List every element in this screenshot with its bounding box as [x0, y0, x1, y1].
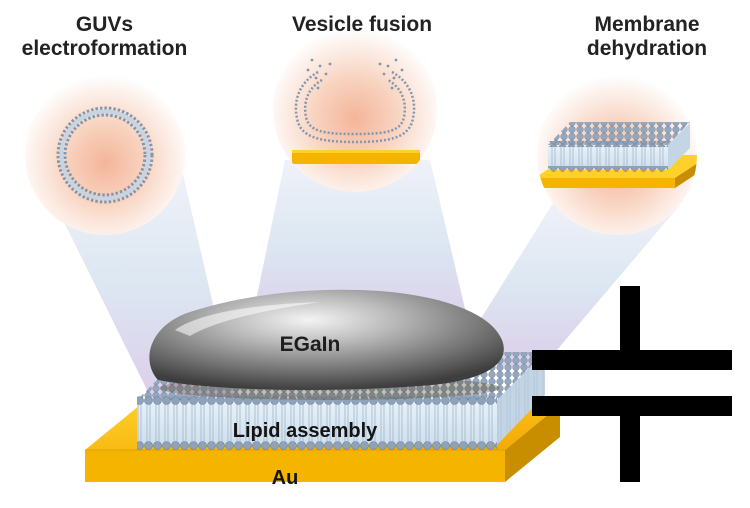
lipid-assembly-label: Lipid assembly — [232, 420, 378, 442]
projection-beam-right — [455, 200, 680, 370]
egain-droplet — [149, 289, 504, 400]
dehydration-title-line2: dehydration — [586, 37, 708, 61]
dehydration-bubble — [537, 75, 697, 235]
guv-electroformation-title: GUVs electroformation — [2, 13, 207, 61]
vesicle-fusion-title: Vesicle fusion — [291, 13, 433, 36]
membrane-dehydration-title: Membrane dehydration — [548, 13, 746, 61]
au-label: Au — [271, 467, 299, 489]
capacitor-icon — [532, 286, 732, 482]
fusion-bubble — [273, 28, 437, 192]
projection-beam-middle — [250, 160, 470, 330]
guv-title-line1: GUVs — [75, 13, 134, 36]
guv-title-line2: electroformation — [21, 37, 188, 61]
dehydration-title-line1: Membrane — [594, 13, 700, 36]
guv-bubble — [25, 75, 185, 235]
egain-label: EGaIn — [279, 333, 341, 356]
